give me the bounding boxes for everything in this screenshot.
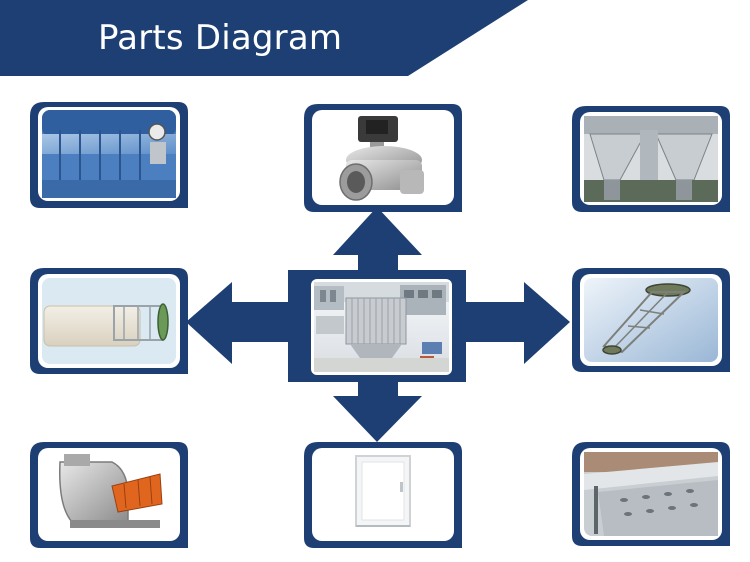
center-image <box>311 279 452 375</box>
part-filter-bag <box>30 268 188 374</box>
part-hopper <box>572 106 730 212</box>
arrow-left <box>186 282 310 364</box>
part-tube-sheet <box>572 442 730 546</box>
arrow-down <box>333 365 422 442</box>
part-filter-cage <box>572 268 730 372</box>
page-title: Parts Diagram <box>98 18 343 58</box>
title-banner <box>0 0 528 76</box>
arrow-right <box>455 282 570 364</box>
part-access-door <box>304 442 462 548</box>
part-pulse-valve <box>304 104 462 212</box>
part-centrifugal-fan <box>30 442 188 548</box>
arrow-up <box>333 207 422 280</box>
part-dust-collector-pipes <box>30 102 188 208</box>
